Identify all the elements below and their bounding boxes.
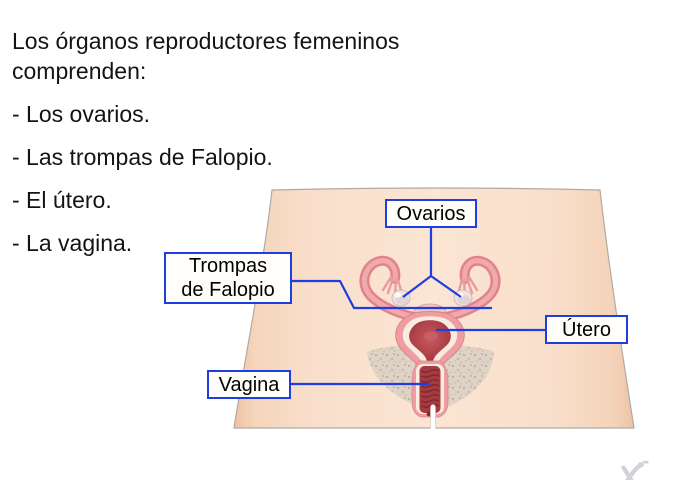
label-fallopian-tubes-text1: Trompas [188,255,268,277]
bullet-uterus: - El útero. [12,187,112,213]
label-vagina-text: Vagina [218,373,280,396]
leg-divider [430,404,436,432]
label-uterus-text: Útero [562,318,611,341]
leader-lines [290,227,546,386]
vaginal-ribs [420,369,440,408]
label-ovaries: Ovarios [385,199,477,228]
intro-heading-line2: comprenden: [12,58,147,84]
fallopian-tube-right [441,255,501,322]
leader-ovaries [402,227,462,298]
fallopian-tube-left [359,255,419,322]
intro-text: Los órganos reproductores femeninos comp… [12,26,512,271]
xplain-logo-text: -Plain [642,448,650,473]
ovary-left [391,289,411,307]
vaginal-canal [411,360,449,418]
xplain-logo: -Plain [615,445,700,480]
bullet-vagina: - La vagina. [12,230,133,256]
label-fallopian-tubes-text2: de Falopio [181,279,275,301]
bullet-fallopian-tubes: - Las trompas de Falopio. [12,144,273,170]
ovary-right [453,289,473,307]
label-uterus: Útero [545,315,628,344]
label-ovaries-text: Ovarios [396,202,466,225]
label-vagina: Vagina [207,370,291,399]
bullet-ovaries: - Los ovarios. [12,101,151,127]
xplain-person-icon [621,461,644,480]
leader-fallopian [291,279,492,310]
label-fallopian-tubes: Trompas de Falopio [164,252,292,304]
intro-heading-line1: Los órganos reproductores femeninos [12,28,400,54]
